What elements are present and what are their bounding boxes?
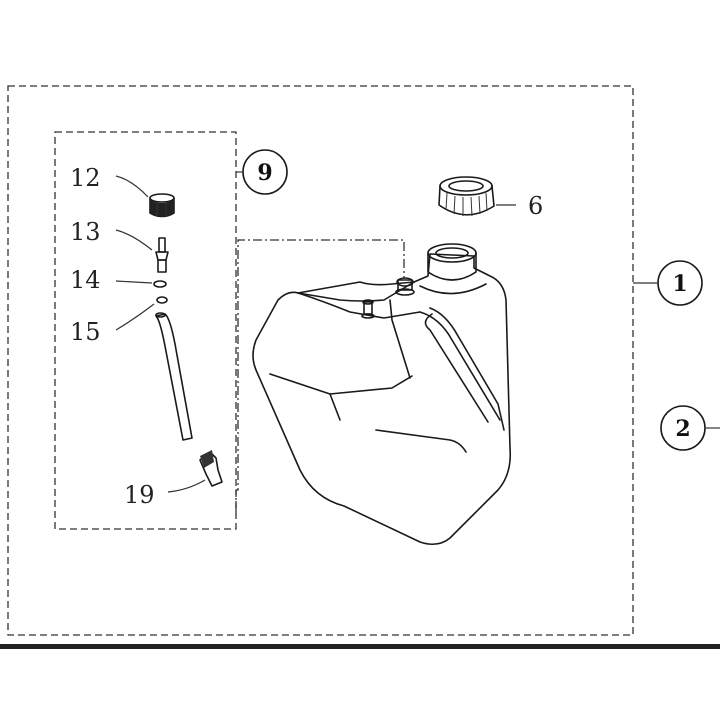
callout-9: 9: [236, 149, 288, 195]
subassembly-frame: [54, 131, 237, 530]
leader-15: [115, 303, 155, 331]
label-6: 6: [528, 192, 543, 220]
part-13-hose-nipple: [155, 237, 169, 273]
fuel-hose: [155, 313, 193, 441]
callout-1: 1: [633, 260, 703, 306]
part-6-tank-cap: [438, 176, 495, 217]
callout-9-text: 9: [257, 160, 272, 186]
label-14: 14: [70, 266, 101, 294]
label-19: 19: [124, 481, 155, 509]
bottom-divider: [0, 644, 720, 649]
leader-12: [115, 175, 149, 198]
part-14-o-ring: [153, 280, 167, 288]
part-12-cap-nut: [149, 193, 175, 218]
assembly-frame: [7, 85, 634, 636]
callout-1-text: 1: [672, 271, 687, 297]
part-19-filter: [199, 450, 223, 487]
leader-19: [167, 479, 206, 493]
label-13: 13: [70, 218, 101, 246]
connection-line: [235, 239, 405, 512]
leader-13: [115, 229, 153, 251]
fuel-tank: [252, 243, 512, 546]
label-12: 12: [70, 164, 101, 192]
label-15: 15: [70, 318, 101, 346]
callout-2-text: 2: [675, 416, 690, 442]
part-15-washer: [156, 296, 168, 304]
leader-14: [115, 280, 153, 284]
callout-2: 2: [660, 405, 720, 451]
